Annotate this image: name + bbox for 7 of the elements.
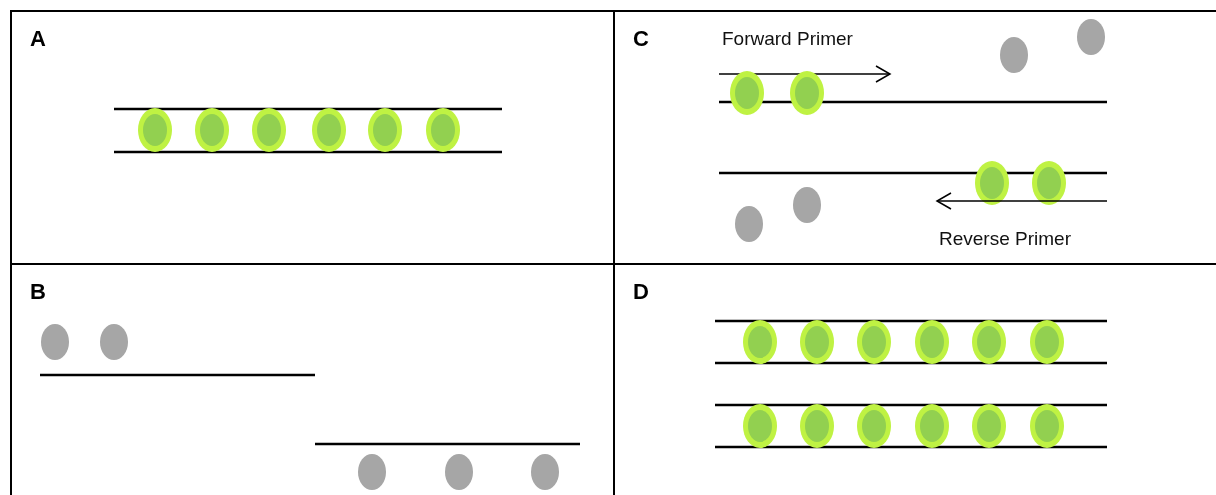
primer-label: Forward Primer — [722, 28, 853, 50]
panel-letter: A — [30, 26, 46, 52]
panel — [10, 10, 615, 265]
panel-letter: C — [633, 26, 649, 52]
panel-letter: D — [633, 279, 649, 305]
primer-label: Reverse Primer — [939, 228, 1071, 250]
panel-letter: B — [30, 279, 46, 305]
